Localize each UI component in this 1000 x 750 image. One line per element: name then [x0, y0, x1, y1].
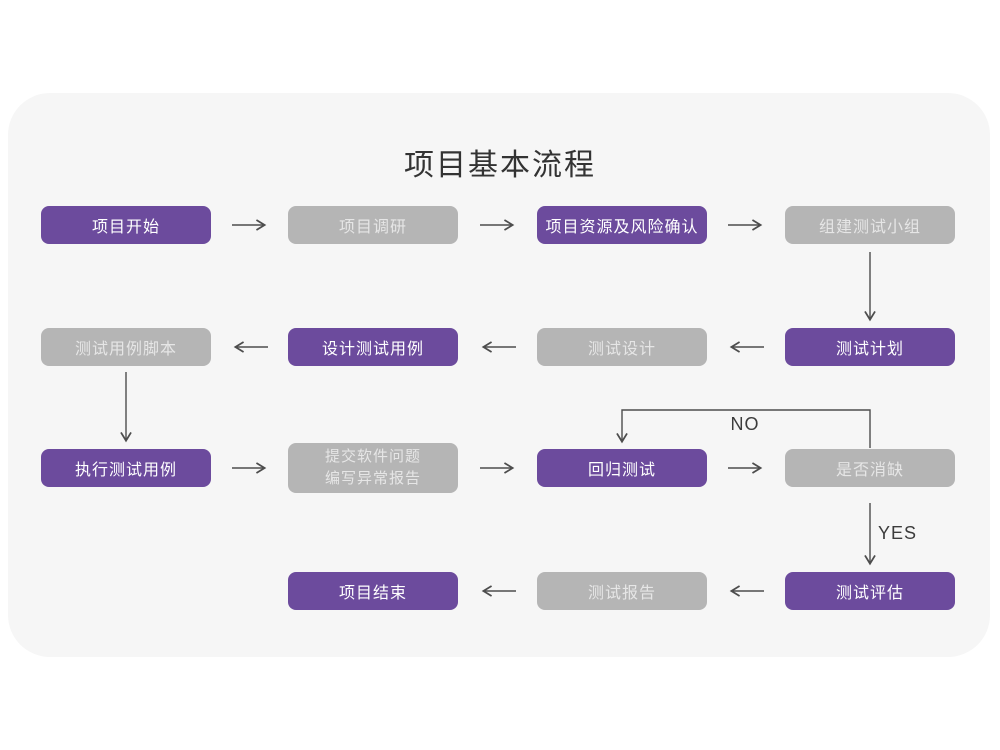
node-test-case-scripts: 测试用例脚本 — [41, 328, 211, 366]
diagram-title: 项目基本流程 — [404, 149, 596, 182]
node-form-test-team: 组建测试小组 — [785, 206, 955, 244]
flowchart-card — [8, 93, 990, 657]
node-defect-cleared: 是否消缺 — [785, 449, 955, 487]
node-project-end: 项目结束 — [288, 572, 458, 610]
node-regression-test: 回归测试 — [537, 449, 707, 487]
yes-branch-label: YES — [878, 523, 918, 543]
node-test-evaluation: 测试评估 — [785, 572, 955, 610]
node-execute-test-cases: 执行测试用例 — [41, 449, 211, 487]
node-design-test-cases: 设计测试用例 — [288, 328, 458, 366]
node-test-design: 测试设计 — [537, 328, 707, 366]
node-project-research: 项目调研 — [288, 206, 458, 244]
node-project-resources: 项目资源及风险确认 — [537, 206, 707, 244]
node-project-start: 项目开始 — [41, 206, 211, 244]
node-submit-issues-report: 提交软件问题 编写异常报告 — [288, 443, 458, 493]
node-test-report: 测试报告 — [537, 572, 707, 610]
no-branch-label: NO — [730, 414, 760, 434]
node-test-plan: 测试计划 — [785, 328, 955, 366]
